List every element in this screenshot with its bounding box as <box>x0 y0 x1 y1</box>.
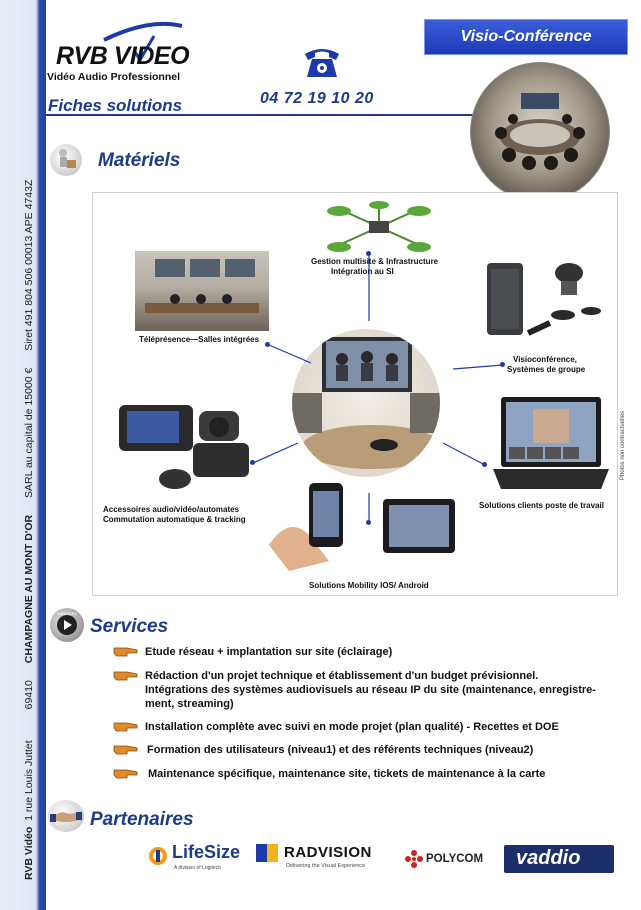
conference-room-photo <box>470 62 610 202</box>
label-mobility: Solutions Mobility IOS/ Android <box>309 581 429 590</box>
label-clients: Solutions clients poste de travail <box>479 501 604 510</box>
photo-credit: Photos non contractuelles <box>620 410 626 480</box>
service-item: Formation des utilisateurs (niveau1) et … <box>113 743 533 757</box>
services-icon-label: SERVICES <box>57 611 77 616</box>
service-item: Rédaction d'un projet technique et établ… <box>113 669 596 711</box>
pointing-hand-icon <box>113 769 138 779</box>
legal-capital: SARL au capital de 15000 € <box>23 367 35 498</box>
service-item: Etude réseau + implantation sur site (éc… <box>113 645 392 659</box>
postcode: 69410 <box>23 680 35 710</box>
radvision-tagline: Delivering the Visual Experience <box>286 863 366 869</box>
label-multisite-2: Intégration au SI <box>331 267 394 276</box>
laptop-photo <box>493 393 611 497</box>
materiels-diagram: Gestion multisite & Infrastructure Intég… <box>92 192 618 596</box>
rvb-video-logo <box>103 21 183 63</box>
label-visio-1: Visioconférence, <box>513 355 577 364</box>
connector-dot <box>366 520 371 525</box>
lifesize-logo[interactable]: LifeSize A division of Logitech <box>148 840 248 874</box>
partenaires-icon <box>48 800 84 832</box>
polycom-logo[interactable]: POLYCOM <box>404 849 496 871</box>
fiches-solutions-title: Fiches solutions <box>48 96 183 115</box>
logo-text: RVB VIDEO <box>56 42 190 70</box>
mobility-photo <box>269 475 455 571</box>
connector-dot <box>250 460 255 465</box>
pointing-hand-icon <box>113 647 138 657</box>
phone-number[interactable]: 04 72 19 10 20 <box>260 90 374 107</box>
label-multisite-1: Gestion multisite & Infrastructure <box>311 257 439 266</box>
connector-dot <box>265 342 270 347</box>
connector-dot <box>500 362 505 367</box>
label-accessoires-2: Commutation automatique & tracking <box>103 515 246 524</box>
pointing-hand-icon <box>113 745 138 755</box>
partenaires-title: Partenaires <box>90 809 194 830</box>
connector-dot <box>366 251 371 256</box>
siret: Siret 491 804 506 00013 APE 4743Z <box>23 179 35 351</box>
services-title: Services <box>90 616 169 637</box>
telepresence-photo <box>135 251 269 331</box>
connector-lines <box>252 255 504 523</box>
accessories-photo <box>119 401 269 499</box>
address: 1 rue Louis Juttet <box>23 740 35 821</box>
service-item: Maintenance spécifique, maintenance site… <box>113 767 545 781</box>
network-diagram-image <box>327 201 431 252</box>
connector-dot <box>482 462 487 467</box>
label-visio-2: Systèmes de groupe <box>507 365 586 374</box>
vaddio-logo[interactable]: vaddio <box>504 845 614 873</box>
visio-conference-banner: Visio-Conférence <box>424 19 628 55</box>
materiels-icon <box>50 144 82 176</box>
city: CHAMPAGNE AU MONT D'OR <box>23 514 35 664</box>
lifesize-tagline: A division of Logitech <box>174 865 221 871</box>
radvision-logo[interactable]: RADVISION Delivering the Visual Experien… <box>256 844 392 874</box>
vaddio-wordmark: vaddio <box>516 847 581 869</box>
company-info-vertical: RVB Vidéo 1 rue Louis Juttet 69410 CHAMP… <box>23 179 35 880</box>
pointing-hand-icon <box>113 722 138 732</box>
header-rule <box>46 114 486 116</box>
pointing-hand-icon <box>113 671 138 681</box>
service-item: Installation complète avec suivi en mode… <box>113 720 559 734</box>
polycom-wordmark: POLYCOM <box>426 853 484 865</box>
group-visio-photo <box>487 255 611 341</box>
telephone-icon <box>305 49 339 77</box>
label-telepresence: Téléprésence—Salles intégrées <box>139 335 260 344</box>
services-icon: SERVICES <box>50 608 84 642</box>
side-band <box>0 0 46 910</box>
label-accessoires-1: Accessoires audio/vidéo/automates <box>103 505 240 514</box>
radvision-wordmark: RADVISION <box>284 844 372 861</box>
lifesize-wordmark: LifeSize <box>172 842 241 862</box>
central-meeting-photo <box>292 329 440 477</box>
materiels-title: Matériels <box>98 150 181 171</box>
logo-tagline: Vidéo Audio Professionnel <box>47 71 181 83</box>
